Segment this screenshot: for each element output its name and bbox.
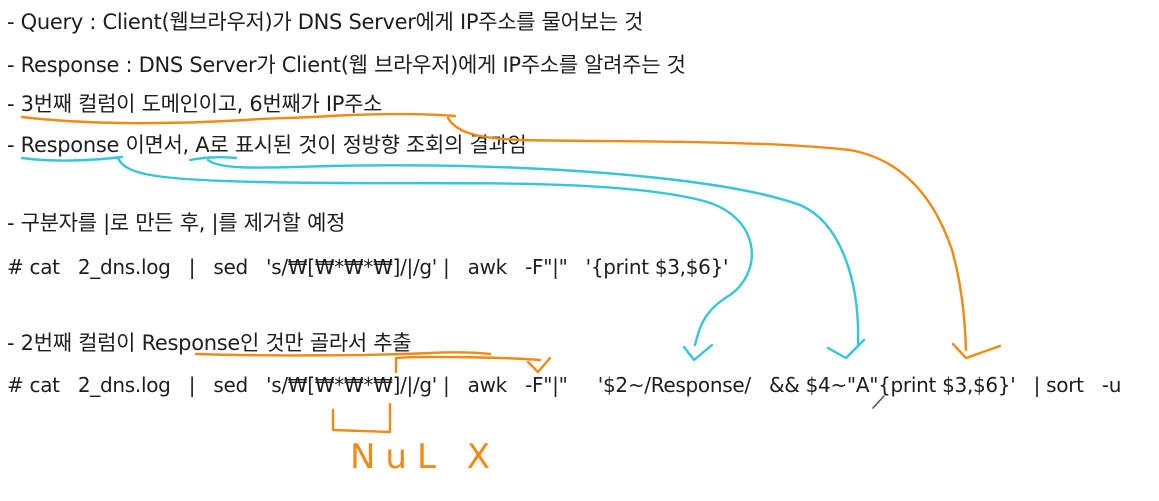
arrowhead-field2: [682, 343, 714, 362]
handwritten-note: NuL X: [350, 437, 500, 477]
command-line-2: # cat 2_dns.log | sed 's/₩[₩*₩*₩]/|/g' |…: [7, 373, 1122, 397]
filter-note: - 2번째 컬럼이 Response인 것만 골라서 추출: [7, 331, 412, 355]
query-definition: - Query : Client(웹브라우저)가 DNS Server에게 IP…: [7, 10, 644, 34]
arrowhead-delimiter: [526, 356, 552, 374]
delimiter-note: - 구분자를 |로 만든 후, |를 제거할 예정: [7, 211, 346, 235]
response-definition: - Response : DNS Server가 Client(웹 브라우저)에…: [7, 53, 686, 77]
column-description: - 3번째 컬럼이 도메인이고, 6번째가 IP주소: [7, 92, 383, 116]
command-line-1: # cat 2_dns.log | sed 's/₩[₩*₩*₩]/|/g' |…: [7, 255, 729, 279]
forward-lookup-description: - Response 이면서, A로 표시된 것이 정방향 조회의 결과임: [7, 133, 527, 157]
arrowhead-field4: [826, 338, 866, 360]
bracket-delimiter: [394, 355, 542, 374]
arrow-response-to-field2: [116, 156, 753, 347]
bracket-replacement: [331, 402, 392, 434]
arrowhead-field6: [951, 342, 1002, 360]
